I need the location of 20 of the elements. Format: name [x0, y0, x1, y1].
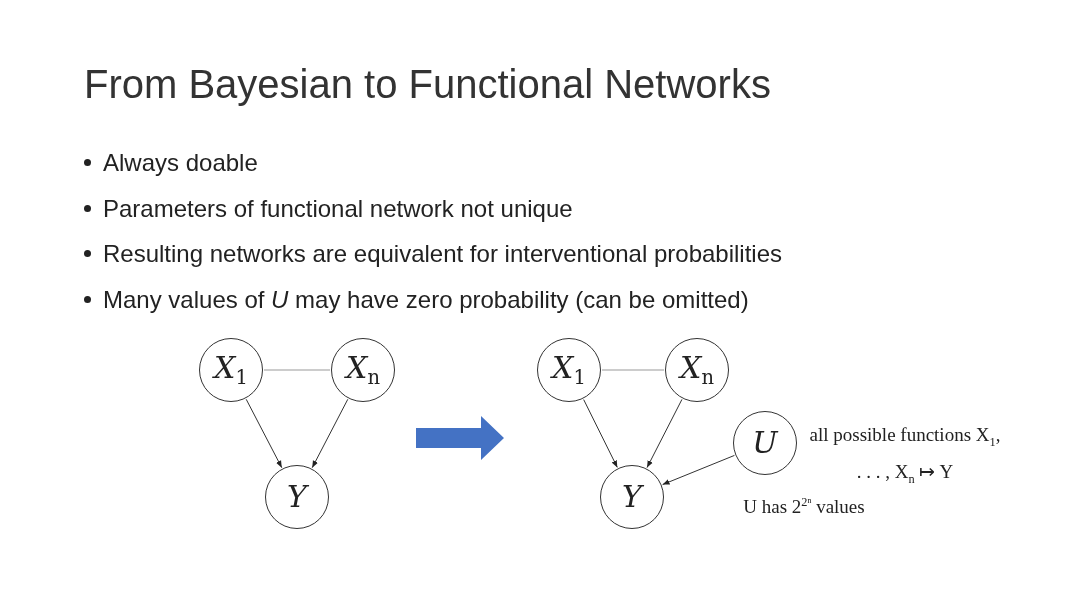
variable-label: X$_{1}$ — [214, 352, 248, 388]
bullet-point: Parameters of functional network not unique — [103, 193, 573, 224]
node-caption: U has 2$^{2ⁿ}$ values — [742, 494, 866, 520]
slide-title: From Bayesian to Functional Networks — [84, 62, 771, 107]
arrow — [245, 398, 283, 469]
bullet-point: Always doable — [103, 148, 258, 178]
variable-label: X$_{n}$ — [346, 352, 380, 388]
variable-label: X$_{n}$ — [680, 352, 714, 388]
arrow — [583, 399, 618, 468]
arrow — [311, 398, 349, 469]
connector-line — [263, 369, 331, 371]
arrow — [662, 454, 735, 486]
variable-label: Y — [622, 482, 642, 512]
arrow — [646, 398, 683, 469]
bullet-point: Many values of U may have zero probability (can be omitted) — [103, 284, 749, 315]
connector-line — [601, 369, 665, 371]
bullet-point: Resulting networks are equivalent for interventional probabilities — [103, 239, 783, 269]
variable-label: Y — [287, 482, 307, 512]
variable-label: X$_{1}$ — [552, 352, 586, 388]
variable-label: U — [752, 428, 778, 458]
